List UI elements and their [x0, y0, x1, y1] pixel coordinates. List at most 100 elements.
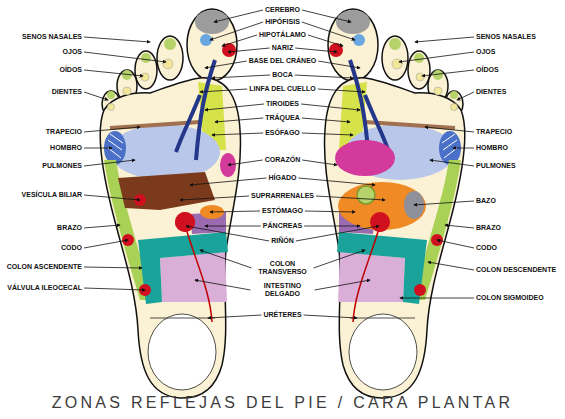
- leader-line: [84, 92, 108, 100]
- leader-line: [299, 178, 376, 185]
- organ-label: PÁNCREAS: [263, 222, 302, 230]
- organ-label: HOMBRO: [476, 144, 508, 152]
- organ-label: OÍDOS: [476, 66, 499, 74]
- leader-line: [84, 267, 142, 268]
- organ-label: PULMONES: [476, 162, 516, 170]
- leader-line: [228, 48, 270, 52]
- organ-label: BRAZO: [57, 224, 82, 232]
- organ-label: PULMONES: [42, 162, 82, 170]
- organ-label: BOCA: [272, 71, 293, 79]
- organ-label: TIROIDES: [266, 100, 299, 108]
- diagram-title: ZONAS REFLEJAS DEL PIE / CARA PLANTAR: [0, 394, 565, 412]
- leader-line: [84, 225, 120, 228]
- leader-line: [318, 89, 365, 92]
- leader-line: [214, 10, 263, 22]
- leader-line: [195, 280, 251, 290]
- leader-line: [453, 148, 474, 149]
- leader-line: [304, 226, 360, 227]
- organ-label: HÍGADO: [269, 174, 297, 182]
- organ-label: COLON DESCENDENTE: [476, 266, 556, 274]
- leader-line: [84, 288, 145, 290]
- organ-label: OÍDOS: [59, 66, 82, 74]
- leader-line: [318, 61, 360, 68]
- leader-line: [228, 160, 263, 165]
- leader-line: [295, 75, 353, 78]
- leader-line: [205, 61, 247, 68]
- leader-line: [210, 211, 260, 212]
- leader-line: [445, 225, 474, 228]
- organ-label: VESÍCULA BILIAR: [22, 191, 82, 199]
- organ-label: INTESTINO DELGADO: [253, 282, 313, 297]
- leader-line: [212, 75, 270, 78]
- leader-line: [414, 201, 474, 205]
- organ-label: OJOS: [476, 48, 495, 56]
- leader-line: [200, 250, 252, 268]
- leader-line: [304, 315, 357, 318]
- leader-line: [399, 52, 474, 62]
- leader-line: [200, 89, 247, 92]
- leader-line: [84, 52, 166, 62]
- leader-line: [222, 35, 257, 46]
- organ-label: COLON ASCENDENTE: [7, 263, 82, 271]
- leader-line: [315, 280, 371, 290]
- leader-line: [308, 35, 343, 46]
- leader-line: [180, 196, 249, 200]
- organ-label: RIÑÓN: [271, 237, 294, 245]
- organ-label: TRAPECIO: [46, 128, 82, 136]
- organ-label: TRAPECIO: [476, 128, 512, 136]
- organ-label: DIENTES: [52, 88, 82, 96]
- leader-line: [190, 178, 267, 185]
- leader-line: [186, 226, 269, 241]
- leader-line: [301, 104, 360, 110]
- leader-line: [302, 22, 355, 40]
- organ-label: BAZO: [476, 197, 496, 205]
- organ-label: DIENTES: [476, 88, 506, 96]
- organ-label: OJOS: [63, 48, 82, 56]
- leader-line: [316, 196, 385, 200]
- organ-label: ESÓFAGO: [265, 129, 300, 137]
- organ-label: SUPRARRENALES: [251, 192, 314, 200]
- leader-line: [205, 226, 261, 227]
- organ-label: BASE DEL CRÁNEO: [249, 57, 317, 65]
- leader-line: [428, 262, 474, 270]
- organ-label: SENOS NASALES: [22, 33, 82, 41]
- leader-line: [425, 127, 474, 132]
- leader-line: [205, 104, 264, 110]
- organ-label: HOMBRO: [50, 144, 82, 152]
- leader-line: [302, 10, 351, 22]
- leader-line: [212, 133, 263, 135]
- organ-label: LINFA DEL CUELLO: [249, 85, 316, 93]
- organ-label: VÁLVULA ILEOCECAL: [7, 284, 82, 292]
- organ-label: CODO: [61, 244, 82, 252]
- leader-line: [302, 160, 337, 165]
- organ-label: CORAZÓN: [265, 156, 300, 164]
- leader-line: [302, 118, 350, 122]
- organ-label: TRÁQUEA: [265, 114, 300, 122]
- leader-line: [296, 226, 379, 241]
- organ-label: CODO: [476, 244, 497, 252]
- leader-line: [305, 211, 355, 212]
- leader-line: [84, 240, 128, 248]
- leader-line: [84, 127, 140, 132]
- leader-line: [437, 240, 474, 248]
- organ-label: SENOS NASALES: [476, 33, 536, 41]
- leader-line: [208, 315, 261, 318]
- leader-line: [84, 148, 112, 149]
- organ-label: CEREBRO: [265, 6, 300, 14]
- leader-line: [415, 37, 474, 42]
- organ-label: HIPÓFISIS: [265, 18, 300, 26]
- organ-label: URÉTERES: [263, 311, 301, 319]
- leader-line: [84, 195, 140, 200]
- leader-line: [314, 250, 366, 268]
- leader-line: [84, 160, 135, 166]
- leader-line: [84, 37, 150, 42]
- organ-label: BRAZO: [476, 224, 501, 232]
- leader-line: [84, 70, 143, 76]
- leader-line: [430, 160, 474, 166]
- organ-label: ESTÓMAGO: [262, 207, 303, 215]
- leader-line: [210, 22, 263, 40]
- leader-line: [302, 133, 353, 135]
- leader-line: [400, 298, 474, 299]
- organ-label: COLON TRANSVERSO: [254, 260, 312, 275]
